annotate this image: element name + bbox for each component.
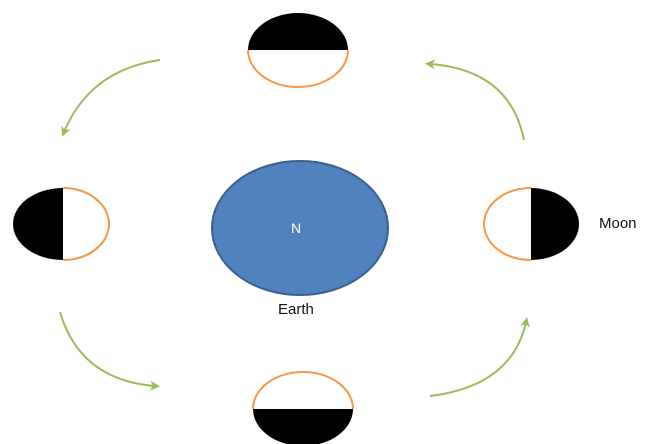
moon-right-dark-half bbox=[531, 188, 579, 260]
moon-left bbox=[13, 187, 110, 261]
moon-label: Moon bbox=[599, 215, 637, 232]
moon-bottom bbox=[252, 371, 354, 444]
orbit-arrow-right-top bbox=[425, 59, 525, 141]
orbit-arrow-top-left bbox=[61, 59, 161, 137]
earth-label: Earth bbox=[278, 301, 314, 318]
moon-bottom-lit-half bbox=[252, 371, 354, 410]
moon-left-lit-half bbox=[62, 187, 110, 261]
orbit-arrow-bottom-right bbox=[429, 317, 530, 397]
earth-north-label: N bbox=[291, 220, 302, 236]
moon-left-dark-half bbox=[13, 188, 63, 260]
moon-bottom-dark-half bbox=[253, 409, 353, 444]
moon-top bbox=[247, 13, 349, 88]
moon-right bbox=[483, 187, 579, 261]
moon-top-dark-half bbox=[248, 13, 348, 50]
orbit-arrow-left-bottom bbox=[59, 311, 160, 391]
moon-top-lit-half bbox=[247, 49, 349, 88]
earth-circle bbox=[211, 160, 389, 296]
moon-right-lit-half bbox=[483, 187, 532, 261]
